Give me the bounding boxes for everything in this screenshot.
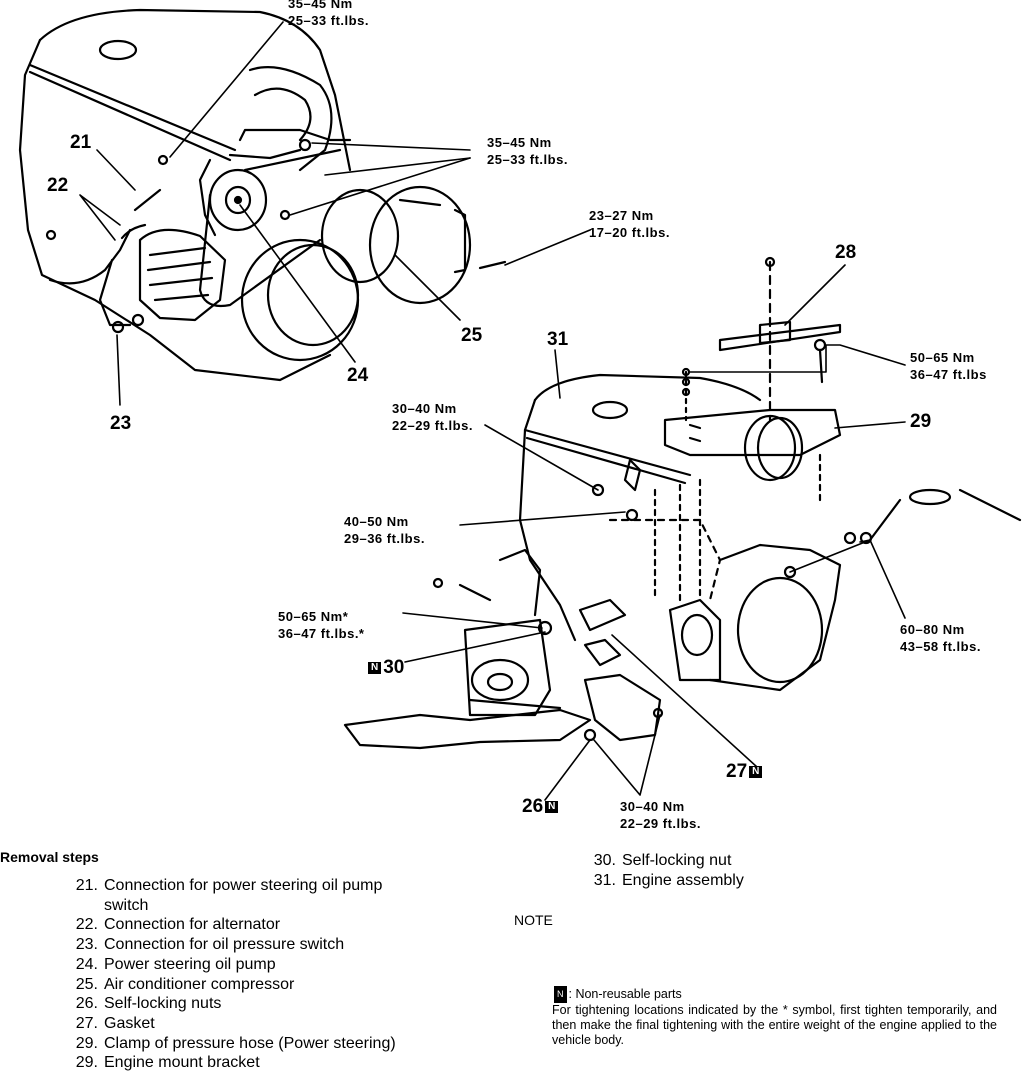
part-label-31: 31	[547, 329, 569, 350]
part-label-24: 24	[347, 365, 369, 386]
list-item: 29.Engine mount bracket	[75, 1054, 260, 1072]
list-item: 25.Air conditioner compressor	[75, 975, 295, 993]
list-item: 29.Clamp of pressure hose (Power steerin…	[75, 1034, 396, 1052]
list-item: 27.Gasket	[75, 1014, 155, 1032]
lower-engine-drawing	[343, 256, 1022, 750]
non-reusable-mark: N	[368, 661, 382, 674]
legend-line: N: Non-reusable parts	[552, 986, 997, 1003]
note-heading: NOTE	[514, 912, 553, 928]
list-item: 22.Connection for alternator	[75, 916, 281, 934]
removal-steps-list-right: 30.Self-locking nut 31.Engine assembly	[578, 851, 744, 890]
list-item: switch	[104, 896, 149, 914]
note-body: For tightening locations indicated by th…	[552, 1003, 997, 1047]
list-item: 23.Connection for oil pressure switch	[75, 936, 345, 954]
part-label-23: 23	[110, 413, 132, 434]
part-label-21: 21	[70, 132, 92, 153]
upper-engine-drawing	[18, 8, 507, 382]
note-legend: N: Non-reusable parts For tightening loc…	[552, 986, 997, 1048]
list-item: 24.Power steering oil pump	[75, 955, 276, 973]
leader-lines	[79, 21, 906, 801]
removal-steps-title: Removal steps	[0, 849, 99, 865]
torque-spec: 50–65 Nm*36–47 ft.lbs.*	[278, 609, 365, 641]
part-label-22: 22	[47, 175, 69, 196]
non-reusable-mark: N	[554, 986, 567, 1003]
part-label-29: 29	[910, 411, 932, 432]
list-item: 26.Self-locking nuts	[75, 995, 222, 1013]
part-label-25: 25	[461, 325, 483, 346]
removal-steps-list-left: 21.Connection for power steering oil pum…	[60, 876, 396, 1073]
non-reusable-mark: N	[749, 765, 763, 778]
non-reusable-mark: N	[545, 800, 559, 813]
list-item: 31.Engine assembly	[593, 871, 744, 889]
list-item: 21.Connection for power steering oil pum…	[75, 877, 383, 894]
part-label-28: 28	[835, 242, 857, 263]
list-item: 30.Self-locking nut	[593, 852, 732, 869]
